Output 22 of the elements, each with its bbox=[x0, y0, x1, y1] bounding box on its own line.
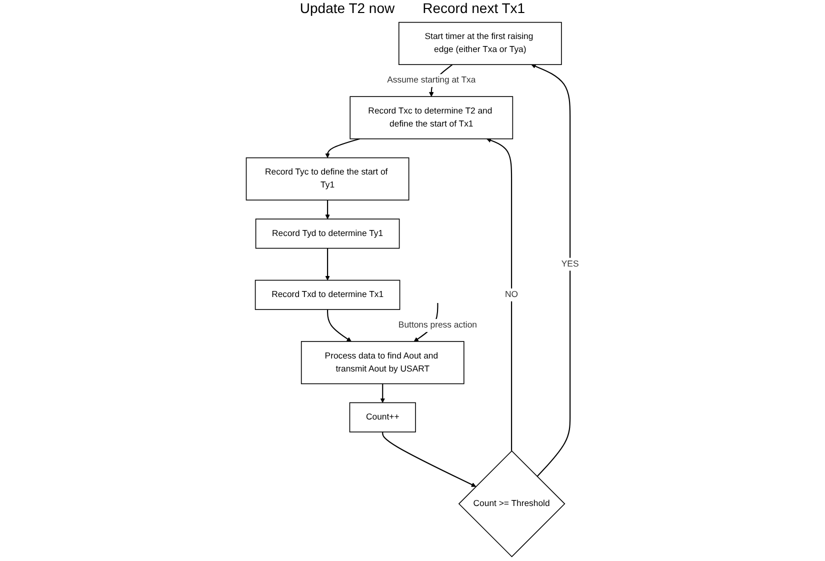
arrow bbox=[380, 384, 386, 403]
arrow bbox=[382, 432, 476, 487]
node-box: Process data to find Aout and transmit Aout by USART bbox=[300, 341, 464, 384]
arrow bbox=[531, 64, 571, 477]
edge-label: YES bbox=[561, 259, 579, 269]
node-box: Record Txd to determine Tx1 bbox=[254, 280, 400, 310]
arrow bbox=[325, 138, 360, 158]
note-label: Update T2 now bbox=[300, 0, 395, 16]
node-box: Record Tyd to determine Ty1 bbox=[255, 218, 400, 249]
node-box: Record Tyc to define the start of Ty1 bbox=[246, 157, 410, 200]
arrow bbox=[325, 200, 330, 220]
node-box: Record Txc to determine T2 and define the start of Tx1 bbox=[350, 96, 514, 140]
arrow bbox=[486, 138, 512, 451]
node-box: Count++ bbox=[349, 402, 416, 432]
edge-label: Buttons press action bbox=[398, 320, 477, 330]
note-label: Record next Tx1 bbox=[422, 0, 526, 16]
node-diamond: Count >= Threshold bbox=[458, 450, 566, 558]
edge-label: Assume starting at Txa bbox=[387, 76, 476, 85]
arrow bbox=[325, 248, 330, 280]
node-box: Start timer at the first raising edge (either Txa or Tya) bbox=[398, 22, 562, 65]
edge-label: NO bbox=[505, 290, 518, 300]
arrow bbox=[327, 310, 352, 342]
